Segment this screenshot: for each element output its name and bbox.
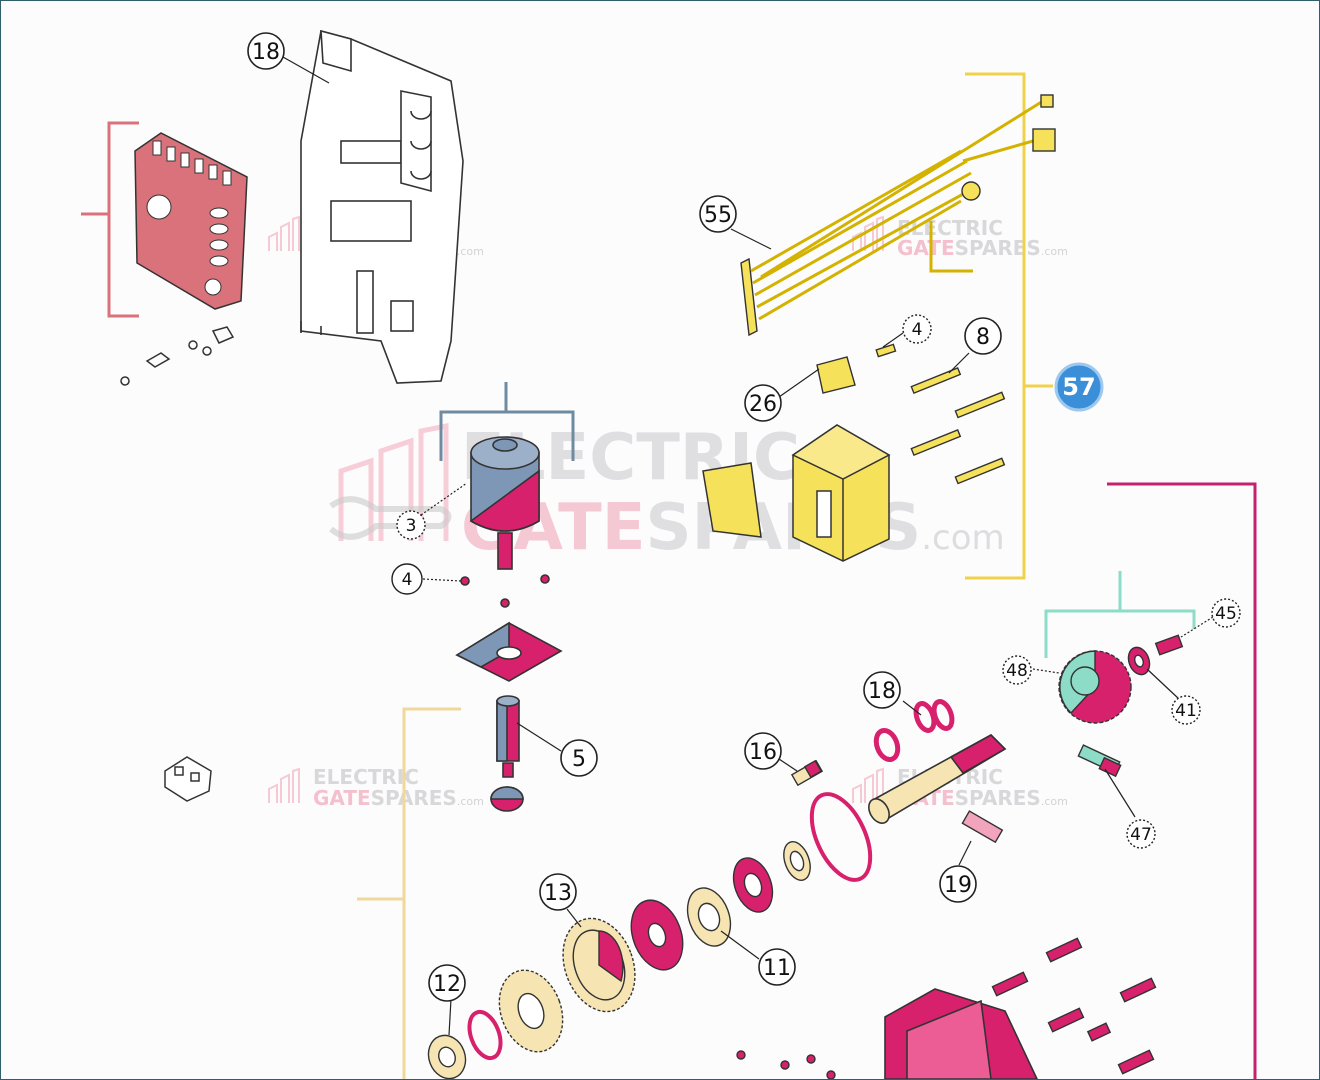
washer-41: [1127, 646, 1151, 676]
svg-text:5: 5: [572, 747, 586, 772]
svg-text:55: 55: [704, 203, 732, 228]
long-screws-8: [910, 367, 1006, 485]
svg-text:26: 26: [749, 392, 777, 417]
pin-19: [961, 810, 1004, 844]
callout-8: 8: [964, 317, 1002, 355]
svg-text:4: 4: [912, 320, 923, 340]
callout-4-top: 4: [902, 314, 932, 344]
callout-26: 26: [744, 384, 782, 422]
svg-text:48: 48: [1006, 661, 1028, 681]
motor-bracket: [439, 382, 575, 461]
watermark-large: ELECTRIC GATESPARES.com: [329, 421, 1005, 565]
callout-18-top: 18: [247, 32, 285, 70]
callout-13: 13: [539, 873, 577, 911]
group-brackets: [81, 72, 1257, 1079]
svg-text:18: 18: [868, 679, 896, 704]
callout-5: 5: [560, 739, 598, 777]
svg-text:ELECTRIC: ELECTRIC: [313, 765, 419, 789]
svg-text:16: 16: [749, 740, 777, 765]
callout-16: 16: [744, 732, 782, 770]
svg-text:8: 8: [976, 325, 990, 350]
svg-text:3: 3: [406, 516, 417, 536]
svg-text:47: 47: [1130, 825, 1152, 845]
callout-12: 12: [428, 964, 466, 1002]
callout-41: 41: [1171, 695, 1201, 725]
callout-48: 48: [1002, 655, 1032, 685]
svg-text:11: 11: [763, 956, 791, 981]
motor: [455, 436, 563, 812]
pcb-bracket: [81, 121, 139, 318]
gear-48: [1058, 650, 1132, 724]
housing-frame: [300, 29, 464, 384]
washers-12: [427, 1009, 503, 1079]
assembly-badge-57: 57: [1054, 362, 1104, 412]
callout-3: 3: [396, 510, 426, 540]
gearbox-bracket: [1107, 482, 1257, 1079]
svg-text:GATESPARES.com: GATESPARES.com: [313, 786, 484, 810]
callout-47: 47: [1126, 819, 1156, 849]
svg-text:13: 13: [544, 881, 572, 906]
screw-4-small: [875, 343, 897, 358]
gear-small: [498, 969, 564, 1053]
small-screws: [120, 326, 235, 386]
watermark-small-3: ELECTRIC GATESPARES.com: [268, 765, 484, 810]
svg-text:12: 12: [433, 972, 461, 997]
gear-bracket: [1044, 571, 1196, 658]
svg-text:45: 45: [1215, 604, 1237, 624]
svg-text:41: 41: [1175, 701, 1197, 721]
pin-16: [790, 759, 824, 787]
drive-shaft: [868, 734, 1007, 824]
relay-26: [816, 356, 856, 394]
svg-text:18: 18: [252, 40, 280, 65]
callouts: 18 55 4 8 26 3 4 5 45 48 41 18 16 47 19 …: [247, 32, 1241, 1002]
badge-label: 57: [1062, 373, 1095, 401]
callout-4-motor: 4: [391, 563, 423, 595]
o-ring: [809, 792, 873, 882]
rings-18: [873, 699, 955, 763]
svg-text:19: 19: [944, 873, 972, 898]
svg-text:4: 4: [402, 570, 413, 590]
bearings-washers: [630, 841, 811, 971]
wiring-harness: [740, 94, 1056, 337]
shaft-bracket: [357, 707, 461, 1079]
electrical-bracket: [965, 72, 1053, 580]
transformer: [702, 424, 891, 562]
gear-13: [562, 917, 636, 1013]
terminal-block: [164, 756, 212, 802]
leader-lines: [282, 56, 1214, 1036]
callout-45: 45: [1211, 598, 1241, 628]
screw-45: [1154, 634, 1184, 656]
svg-text:GATESPARES.com: GATESPARES.com: [897, 236, 1068, 260]
gearbox-screws: [736, 937, 1157, 1079]
callout-19: 19: [939, 865, 977, 903]
pin-47: [1077, 744, 1122, 778]
callout-55: 55: [699, 195, 737, 233]
control-board: [134, 132, 248, 310]
watermark-suffix: .com: [921, 518, 1004, 558]
gearbox-housing: [884, 988, 1038, 1079]
callout-18-rings: 18: [863, 671, 901, 709]
callout-11: 11: [758, 948, 796, 986]
